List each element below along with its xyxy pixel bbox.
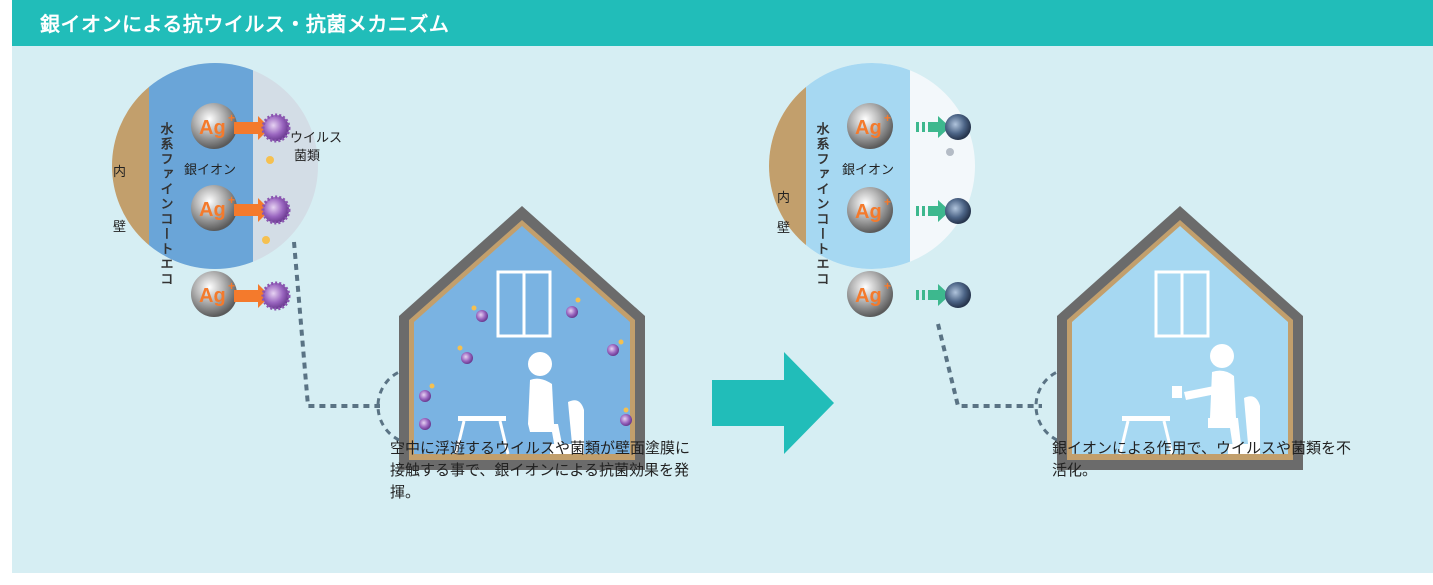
silver-ion: Ag + <box>191 271 291 317</box>
mechanism-diagram: Ag + Ag + Ag + 銀イオン ウイルス 菌類 <box>112 63 1303 470</box>
virus-icon <box>303 232 318 260</box>
coating-layer <box>806 63 910 269</box>
green-arrow <box>928 116 950 138</box>
transition-arrow <box>712 352 834 454</box>
wall-label: 内 <box>113 164 126 180</box>
svg-text:Ag: Ag <box>855 201 882 223</box>
virus-icon <box>261 195 291 225</box>
virus-icon <box>620 414 632 426</box>
inactivated-virus-icon <box>945 198 971 224</box>
right-zoom-circle: Ag + Ag + Ag + <box>769 63 1002 317</box>
virus-icon <box>261 113 291 143</box>
ion-label: 銀イオン <box>184 163 236 178</box>
title-bar: 銀イオンによる抗ウイルス・抗菌メカニズム <box>12 0 1433 46</box>
virus-icon <box>419 390 431 402</box>
diagram-frame: 銀イオンによる抗ウイルス・抗菌メカニズム <box>12 0 1433 573</box>
caption-before: 空中に浮遊するウイルスや菌類が壁面塗膜に接触する事で、銀イオンによる抗菌効果を発… <box>390 439 691 501</box>
left-zoom-circle: Ag + Ag + Ag + 銀イオン ウイルス 菌類 <box>112 63 342 317</box>
inactivated-virus-icon <box>957 245 975 267</box>
table <box>458 416 506 421</box>
house-before <box>399 206 645 470</box>
inactivated-virus-icon <box>945 282 971 308</box>
orange-arrow <box>234 116 270 140</box>
coating-layer <box>149 63 253 269</box>
inactivated-virus-icon <box>945 114 971 140</box>
orange-arrow <box>234 198 270 222</box>
svg-text:Ag: Ag <box>855 117 882 139</box>
svg-text:Ag: Ag <box>199 117 226 139</box>
page-title: 銀イオンによる抗ウイルス・抗菌メカニズム <box>40 12 450 36</box>
zoom-connector <box>292 241 380 408</box>
svg-text:+: + <box>228 193 235 207</box>
wall-label: 内 <box>777 190 790 206</box>
svg-text:+: + <box>884 279 891 293</box>
wall-label: 壁 <box>777 221 790 236</box>
orange-arrow <box>234 284 270 308</box>
svg-text:+: + <box>228 279 235 293</box>
silver-ion: Ag + <box>847 187 971 233</box>
svg-text:+: + <box>884 195 891 209</box>
inactivated-virus-icon <box>978 168 1002 192</box>
virus-icon <box>607 344 619 356</box>
house-after <box>1057 206 1303 470</box>
virus-icon <box>316 170 318 202</box>
wall-label: 壁 <box>113 220 126 235</box>
svg-text:+: + <box>228 111 235 125</box>
silver-ion: Ag + <box>191 103 291 149</box>
green-arrow <box>928 200 950 222</box>
virus-icon <box>261 281 291 311</box>
coating-label: 水系ファインコートエコ <box>814 121 830 287</box>
green-arrow <box>928 284 950 306</box>
silver-ion: Ag + <box>191 185 291 231</box>
virus-icon <box>566 306 578 318</box>
virus-icon <box>419 418 431 430</box>
virus-icon <box>461 352 473 364</box>
fungus-label: 菌類 <box>294 149 320 164</box>
wall-layer <box>769 63 806 269</box>
svg-text:Ag: Ag <box>855 285 882 307</box>
ion-label: 銀イオン <box>842 163 894 178</box>
person <box>1210 344 1234 368</box>
caption-after: 銀イオンによる作用で、ウイルスや菌類を不活化。 <box>1052 439 1351 479</box>
person <box>528 352 552 376</box>
svg-text:Ag: Ag <box>199 199 226 221</box>
coating-label: 水系ファインコートエコ <box>158 121 174 287</box>
table <box>1122 416 1170 421</box>
chair <box>550 400 584 454</box>
svg-text:Ag: Ag <box>199 285 226 307</box>
virus-label: ウイルス <box>290 131 342 146</box>
mug <box>1172 386 1182 398</box>
svg-text:+: + <box>884 111 891 125</box>
virus-icon <box>476 310 488 322</box>
silver-ion: Ag + <box>847 103 971 149</box>
chair <box>1228 396 1260 454</box>
silver-ion: Ag + <box>847 271 971 317</box>
zoom-connector <box>936 323 1042 408</box>
